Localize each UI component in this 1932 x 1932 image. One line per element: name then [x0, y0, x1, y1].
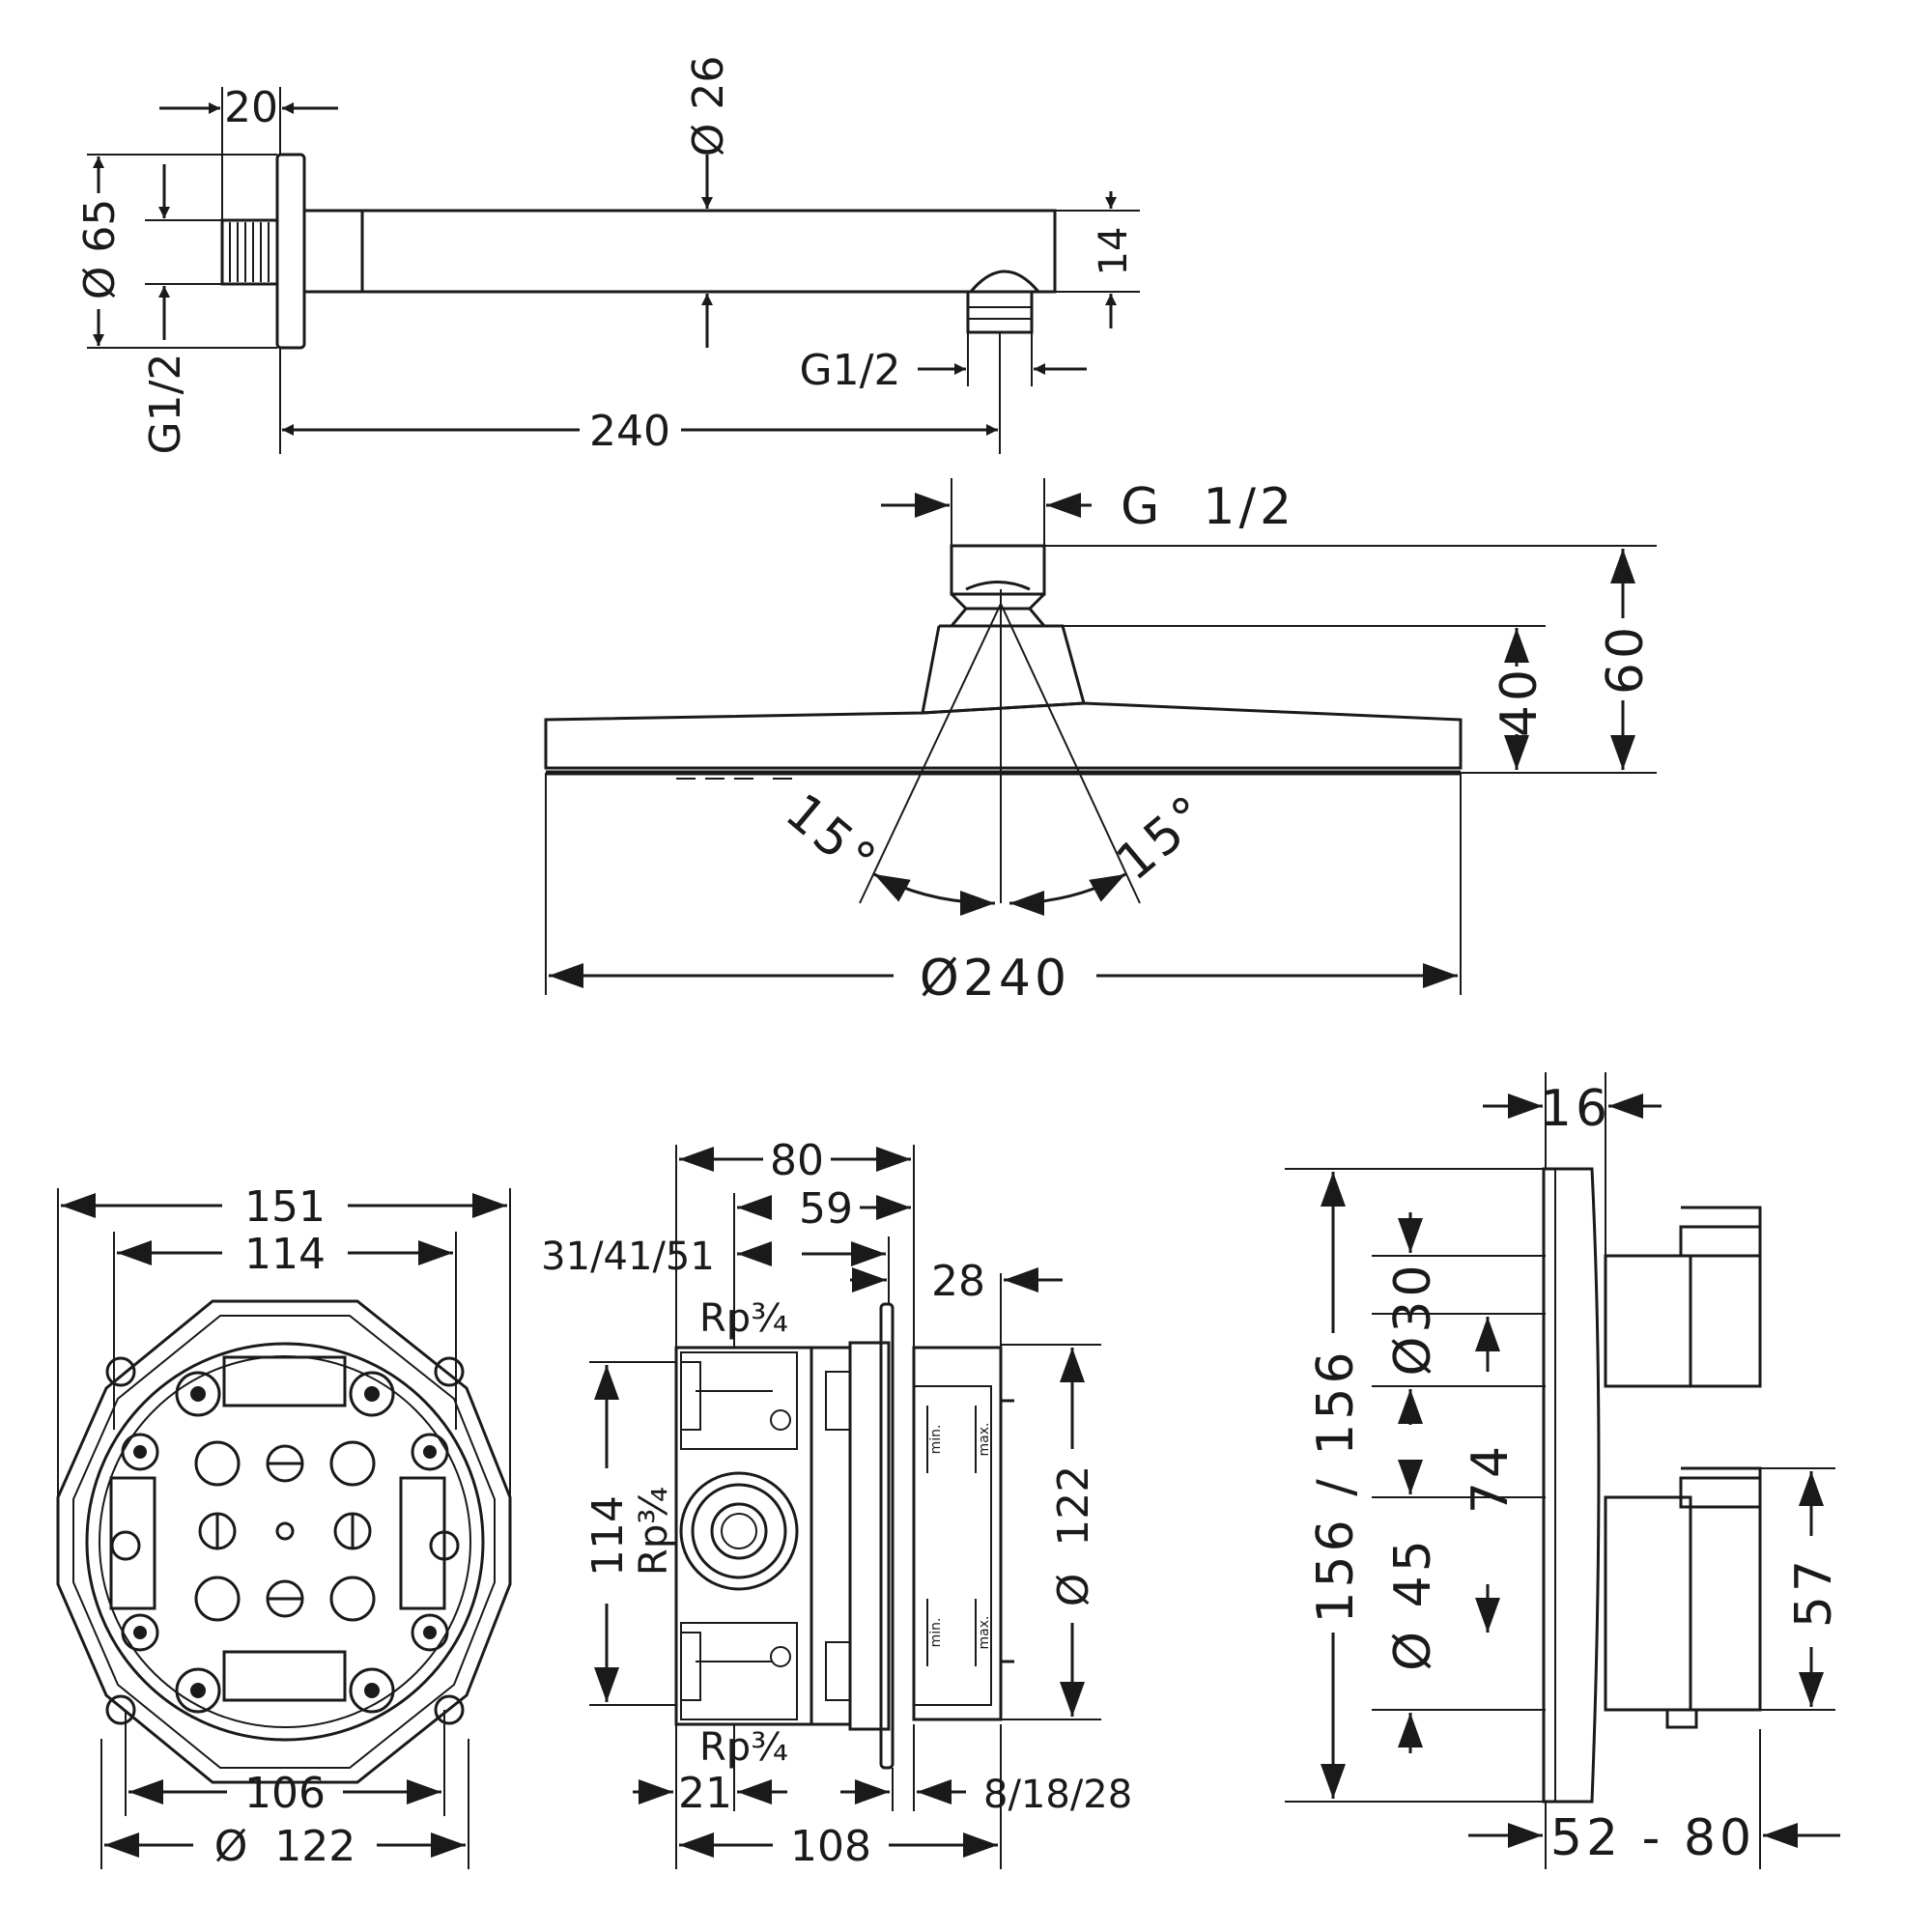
plate-body — [1542, 1167, 1601, 1804]
plate-dim-d45: Ø 45 — [1384, 1536, 1442, 1671]
ibox-dim-28: 28 — [931, 1257, 985, 1306]
box-ring-outer — [85, 1342, 485, 1742]
ibox-dim-8-18-28: 8/18/28 — [983, 1773, 1132, 1817]
plate-dim-52-80: 52 - 80 — [1550, 1809, 1755, 1867]
ibox-dim-d122: Ø 122 — [1049, 1465, 1098, 1607]
arm-dim-14: 14 — [1092, 227, 1136, 276]
arm-tube — [304, 209, 1057, 294]
install-box-front-view: 151 114 106 Ø 122 — [56, 1182, 512, 1871]
box-dim-114: 114 — [244, 1230, 326, 1279]
arm-dim-g-right: G1/2 — [800, 346, 901, 395]
plate-dim-d30: Ø30 — [1384, 1261, 1442, 1376]
ibox-dim-108: 108 — [790, 1822, 871, 1871]
box-bolts — [110, 1371, 460, 1714]
head-dim-60: 60 — [1597, 623, 1655, 695]
install-box-side-view: min. max. min. max. 80 — [541, 1136, 1132, 1871]
plate-handle-upper — [1604, 1254, 1692, 1388]
box-dim-151: 151 — [244, 1182, 326, 1232]
arm-wall-flange — [275, 153, 306, 350]
box-dim-d122: Ø 122 — [214, 1822, 356, 1871]
box-holes-grid — [194, 1440, 376, 1622]
head-dim-diameter: Ø240 — [920, 950, 1070, 1008]
arm-dim-g-left: G1/2 — [141, 354, 190, 455]
ibox-max-top: max. — [977, 1423, 992, 1457]
head-dim-g: G 1/2 — [1121, 478, 1295, 536]
shower-head-view: 15° 15° G 1/2 60 40 Ø240 — [544, 478, 1657, 1008]
thermostat-side-view: 16 156 / 156 Ø30 74 Ø 45 57 52 - 80 — [1285, 1072, 1843, 1869]
plate-handle-lower — [1604, 1495, 1692, 1712]
plate-dim-16: 16 — [1540, 1080, 1611, 1138]
arm-thread-left — [220, 218, 279, 286]
plate-dim-57: 57 — [1785, 1556, 1843, 1628]
plate-dim-156: 156 / 156 — [1307, 1348, 1365, 1623]
head-disc — [544, 701, 1463, 770]
ibox-rp-top: Rp¾ — [699, 1296, 788, 1341]
arm-dim-240: 240 — [589, 407, 670, 456]
ibox-dim-80: 80 — [770, 1136, 824, 1185]
head-dim-40: 40 — [1491, 666, 1548, 737]
ibox-dim-31-41-51: 31/41/51 — [541, 1235, 715, 1279]
ibox-max-bot: max. — [977, 1616, 992, 1650]
head-connector — [950, 544, 1046, 596]
arm-dim-d26: Ø 26 — [684, 56, 733, 157]
ibox-min-top: min. — [928, 1425, 944, 1455]
ibox-body — [674, 1346, 813, 1726]
ibox-min-bot: min. — [928, 1618, 944, 1648]
head-cone — [921, 624, 1086, 715]
ibox-rp-bot: Rp¾ — [699, 1725, 788, 1770]
arm-thread-outlet — [966, 290, 1034, 334]
ibox-dim-21: 21 — [678, 1769, 732, 1818]
ibox-dim-114: 114 — [583, 1495, 633, 1577]
ibox-rp-mid: Rp¾ — [632, 1487, 676, 1576]
box-dim-106: 106 — [244, 1769, 326, 1818]
ibox-center-port — [679, 1471, 799, 1591]
shower-arm-view: 20 Ø 26 Ø 65 G1/2 G1/2 14 240 — [75, 56, 1140, 456]
plate-dim-74: 74 — [1462, 1442, 1520, 1514]
arm-dim-d65: Ø 65 — [75, 199, 125, 300]
arm-dim-20: 20 — [224, 83, 278, 132]
ibox-dim-59: 59 — [799, 1184, 853, 1234]
